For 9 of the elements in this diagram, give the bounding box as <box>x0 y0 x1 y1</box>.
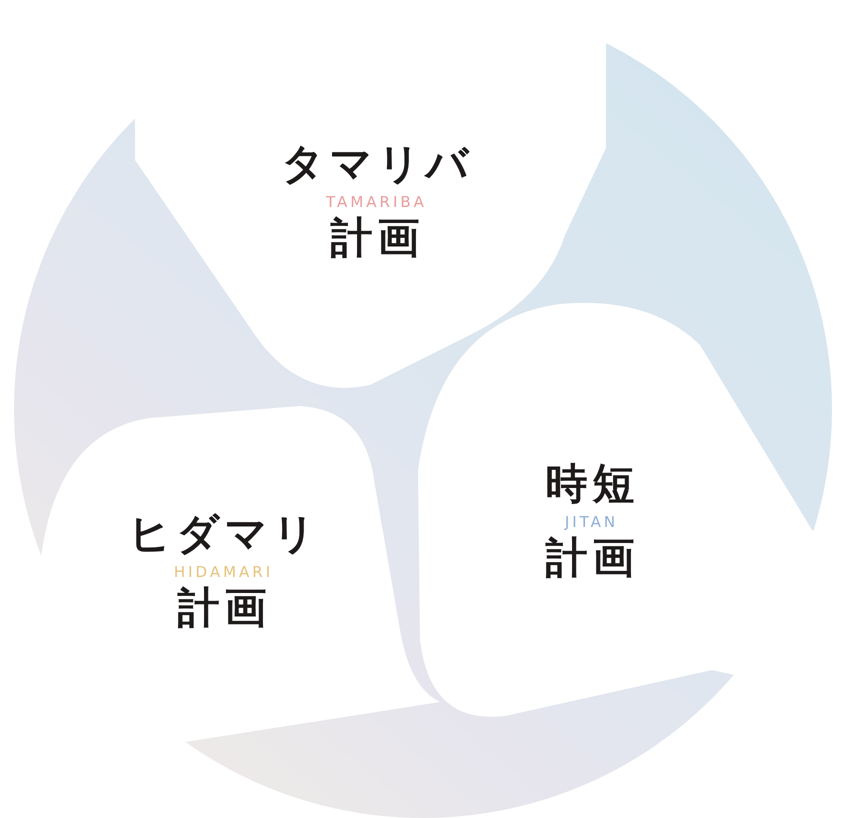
node-subtitle: 計画 <box>329 212 425 264</box>
node-title: タマリバ <box>280 138 474 190</box>
romanization-text: HIDAMARI <box>172 562 274 582</box>
romanization-text: JITAN <box>563 512 618 532</box>
node-title: 時短 <box>544 458 640 510</box>
node-title: ヒダマリ <box>127 508 321 560</box>
node-subtitle: 計画 <box>544 532 640 584</box>
romanization-text: TAMARIBA <box>325 192 427 212</box>
node-subtitle: 計画 <box>176 582 272 634</box>
